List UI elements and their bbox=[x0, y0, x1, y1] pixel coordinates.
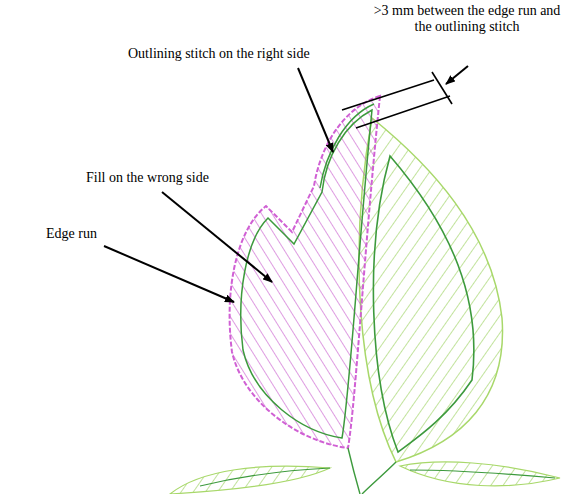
dimension-line bbox=[432, 72, 452, 104]
dimension-arrow bbox=[446, 66, 468, 84]
leader-arrow bbox=[162, 192, 272, 282]
edge-run bbox=[241, 110, 372, 438]
lower-leaf bbox=[170, 466, 330, 494]
callout-label: Outlining stitch on the right side bbox=[128, 46, 368, 62]
callout-label: Edge run bbox=[46, 226, 166, 242]
callout-label: Fill on the wrong side bbox=[86, 170, 266, 186]
leader-arrow bbox=[104, 246, 234, 302]
outlining-stitch bbox=[320, 104, 374, 188]
pink-leaf-fill bbox=[230, 96, 380, 448]
green-leaf-fill bbox=[359, 118, 503, 462]
stem bbox=[348, 448, 396, 494]
leader-arrow bbox=[298, 68, 333, 152]
lower-leaf-vein bbox=[200, 468, 555, 486]
dimension-line bbox=[356, 96, 450, 128]
dimension-label: >3 mm between the edge run and the outli… bbox=[372, 3, 562, 35]
lower-leaf bbox=[400, 462, 560, 486]
green-leaf-outline bbox=[373, 156, 473, 452]
